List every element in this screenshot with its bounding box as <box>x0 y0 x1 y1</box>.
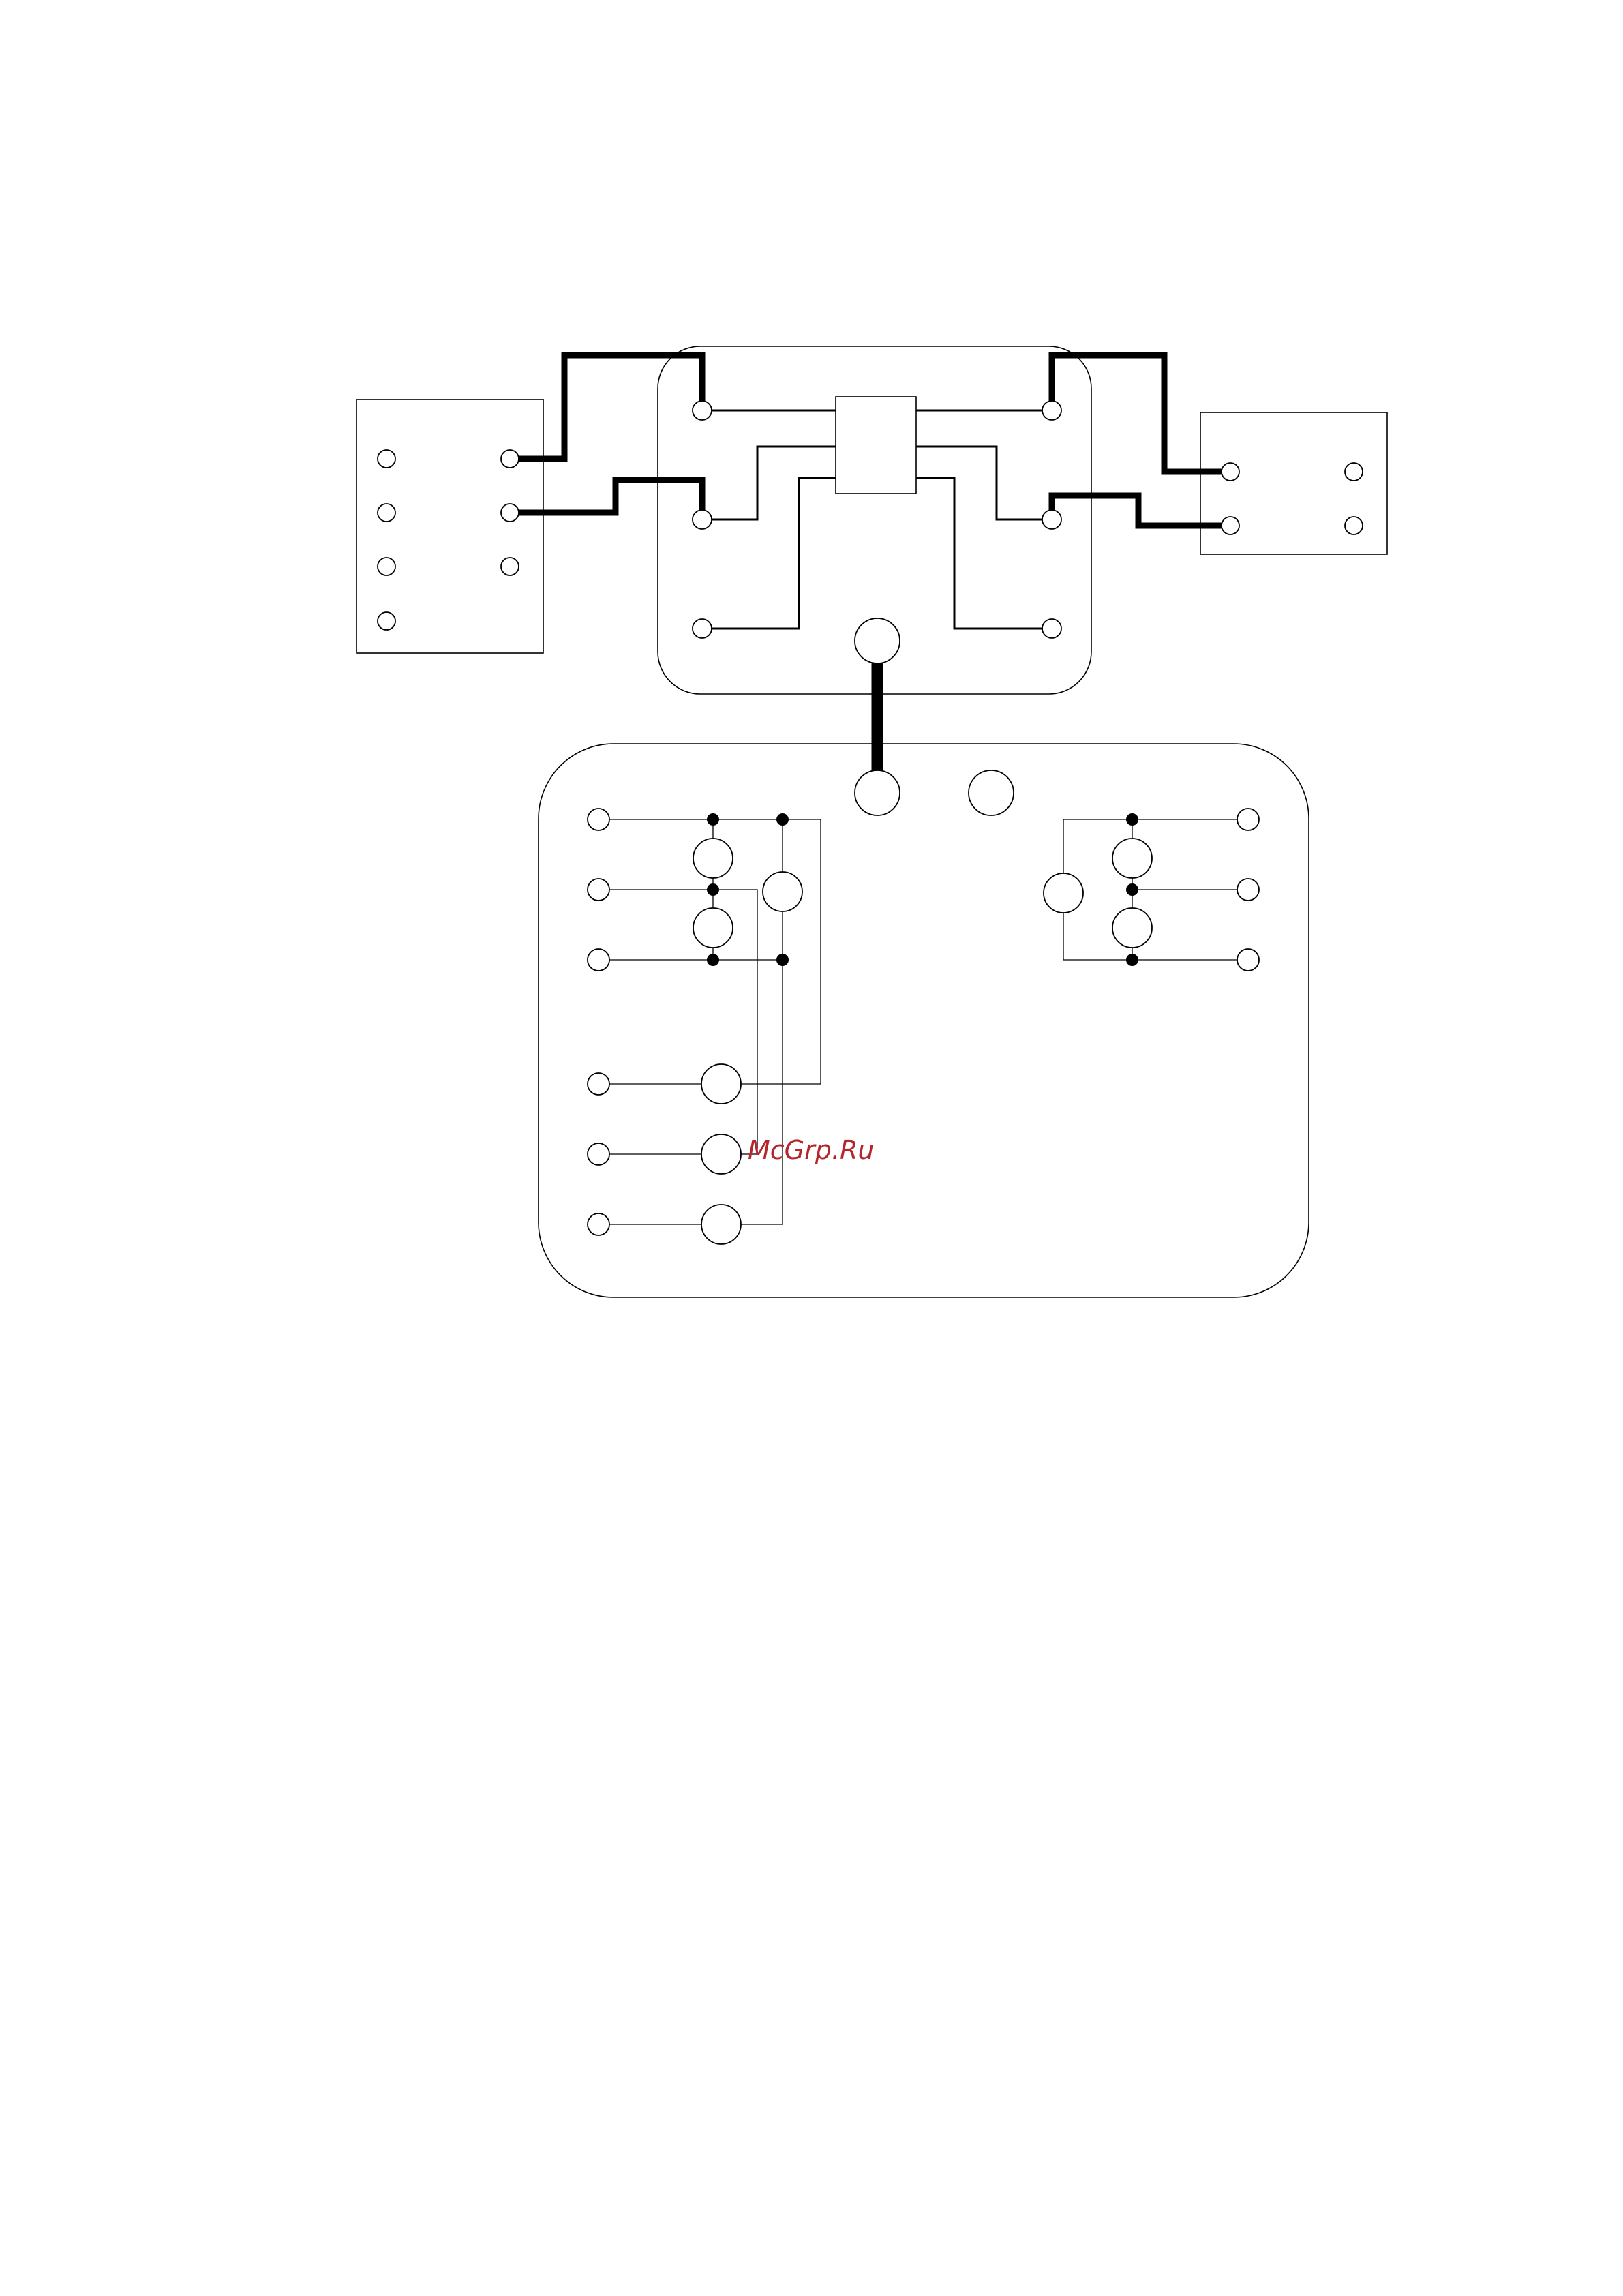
left-block-terminal-7 <box>501 558 519 575</box>
junction-node <box>707 883 719 896</box>
board-left-terminal-6 <box>588 1213 609 1235</box>
junction-node <box>707 954 719 966</box>
junction-node <box>776 813 789 826</box>
junction-node <box>1126 813 1138 826</box>
right-component-side <box>1044 873 1083 913</box>
board-aux-port <box>969 770 1014 815</box>
left-component-lower <box>693 908 733 948</box>
board-left-terminal-3 <box>588 949 609 971</box>
left-block-terminal-5 <box>501 450 519 468</box>
left-component-row-2 <box>701 1134 741 1174</box>
main-control-board <box>539 744 1309 1297</box>
left-block-terminal-3 <box>378 558 395 575</box>
connector-terminal-right-1 <box>1042 401 1061 420</box>
connector-terminal-left-2 <box>693 510 712 529</box>
board-right-terminal-2 <box>1237 879 1259 901</box>
board-right-terminal-3 <box>1237 949 1259 971</box>
internal-wire-mid-right <box>916 447 1052 519</box>
board-left-terminal-4 <box>588 1073 609 1095</box>
right-block-terminal-1 <box>1222 463 1239 481</box>
junction-node <box>1126 883 1138 896</box>
connector-terminal-right-2 <box>1042 510 1061 529</box>
junction-node <box>776 954 789 966</box>
connector-terminal-left-1 <box>693 401 712 420</box>
left-block-terminal-4 <box>378 612 395 630</box>
watermark-text: McGrp.Ru <box>748 1135 874 1165</box>
left-component-row-3 <box>701 1205 741 1244</box>
board-left-terminal-1 <box>588 809 609 830</box>
right-block-terminal-3 <box>1345 463 1363 481</box>
right-block-terminal-2 <box>1222 517 1239 534</box>
internal-wire-low-right <box>916 478 1052 629</box>
harness-wire-left-lower <box>510 480 702 519</box>
left-block-terminal-6 <box>501 504 519 522</box>
connector-terminal-left-3 <box>693 619 712 638</box>
left-component-side <box>763 872 802 911</box>
center-switch-unit <box>836 397 916 494</box>
harness-wire-left-upper <box>510 355 702 459</box>
board-left-bus-bottom <box>598 960 783 1224</box>
left-block-terminal-1 <box>378 450 395 468</box>
junction-node <box>707 813 719 826</box>
harness-wire-right-lower <box>1052 496 1230 526</box>
left-component-row-1 <box>701 1064 741 1104</box>
harness-wire-right-upper <box>1052 355 1230 472</box>
left-block-terminal-2 <box>378 504 395 522</box>
right-component-upper <box>1112 839 1152 878</box>
right-component-lower <box>1112 908 1152 948</box>
board-input-port <box>855 770 900 815</box>
board-left-bus-mid <box>598 890 757 1154</box>
board-left-terminal-2 <box>588 879 609 901</box>
internal-wire-mid-left <box>702 447 836 519</box>
connector-terminal-right-3 <box>1042 619 1061 638</box>
right-block-terminal-4 <box>1345 517 1363 534</box>
junction-node <box>1126 954 1138 966</box>
board-left-terminal-5 <box>588 1143 609 1165</box>
internal-wire-low-left <box>702 478 836 629</box>
board-right-terminal-1 <box>1237 809 1259 830</box>
left-component-upper <box>693 839 733 878</box>
connector-output-port <box>855 618 900 663</box>
